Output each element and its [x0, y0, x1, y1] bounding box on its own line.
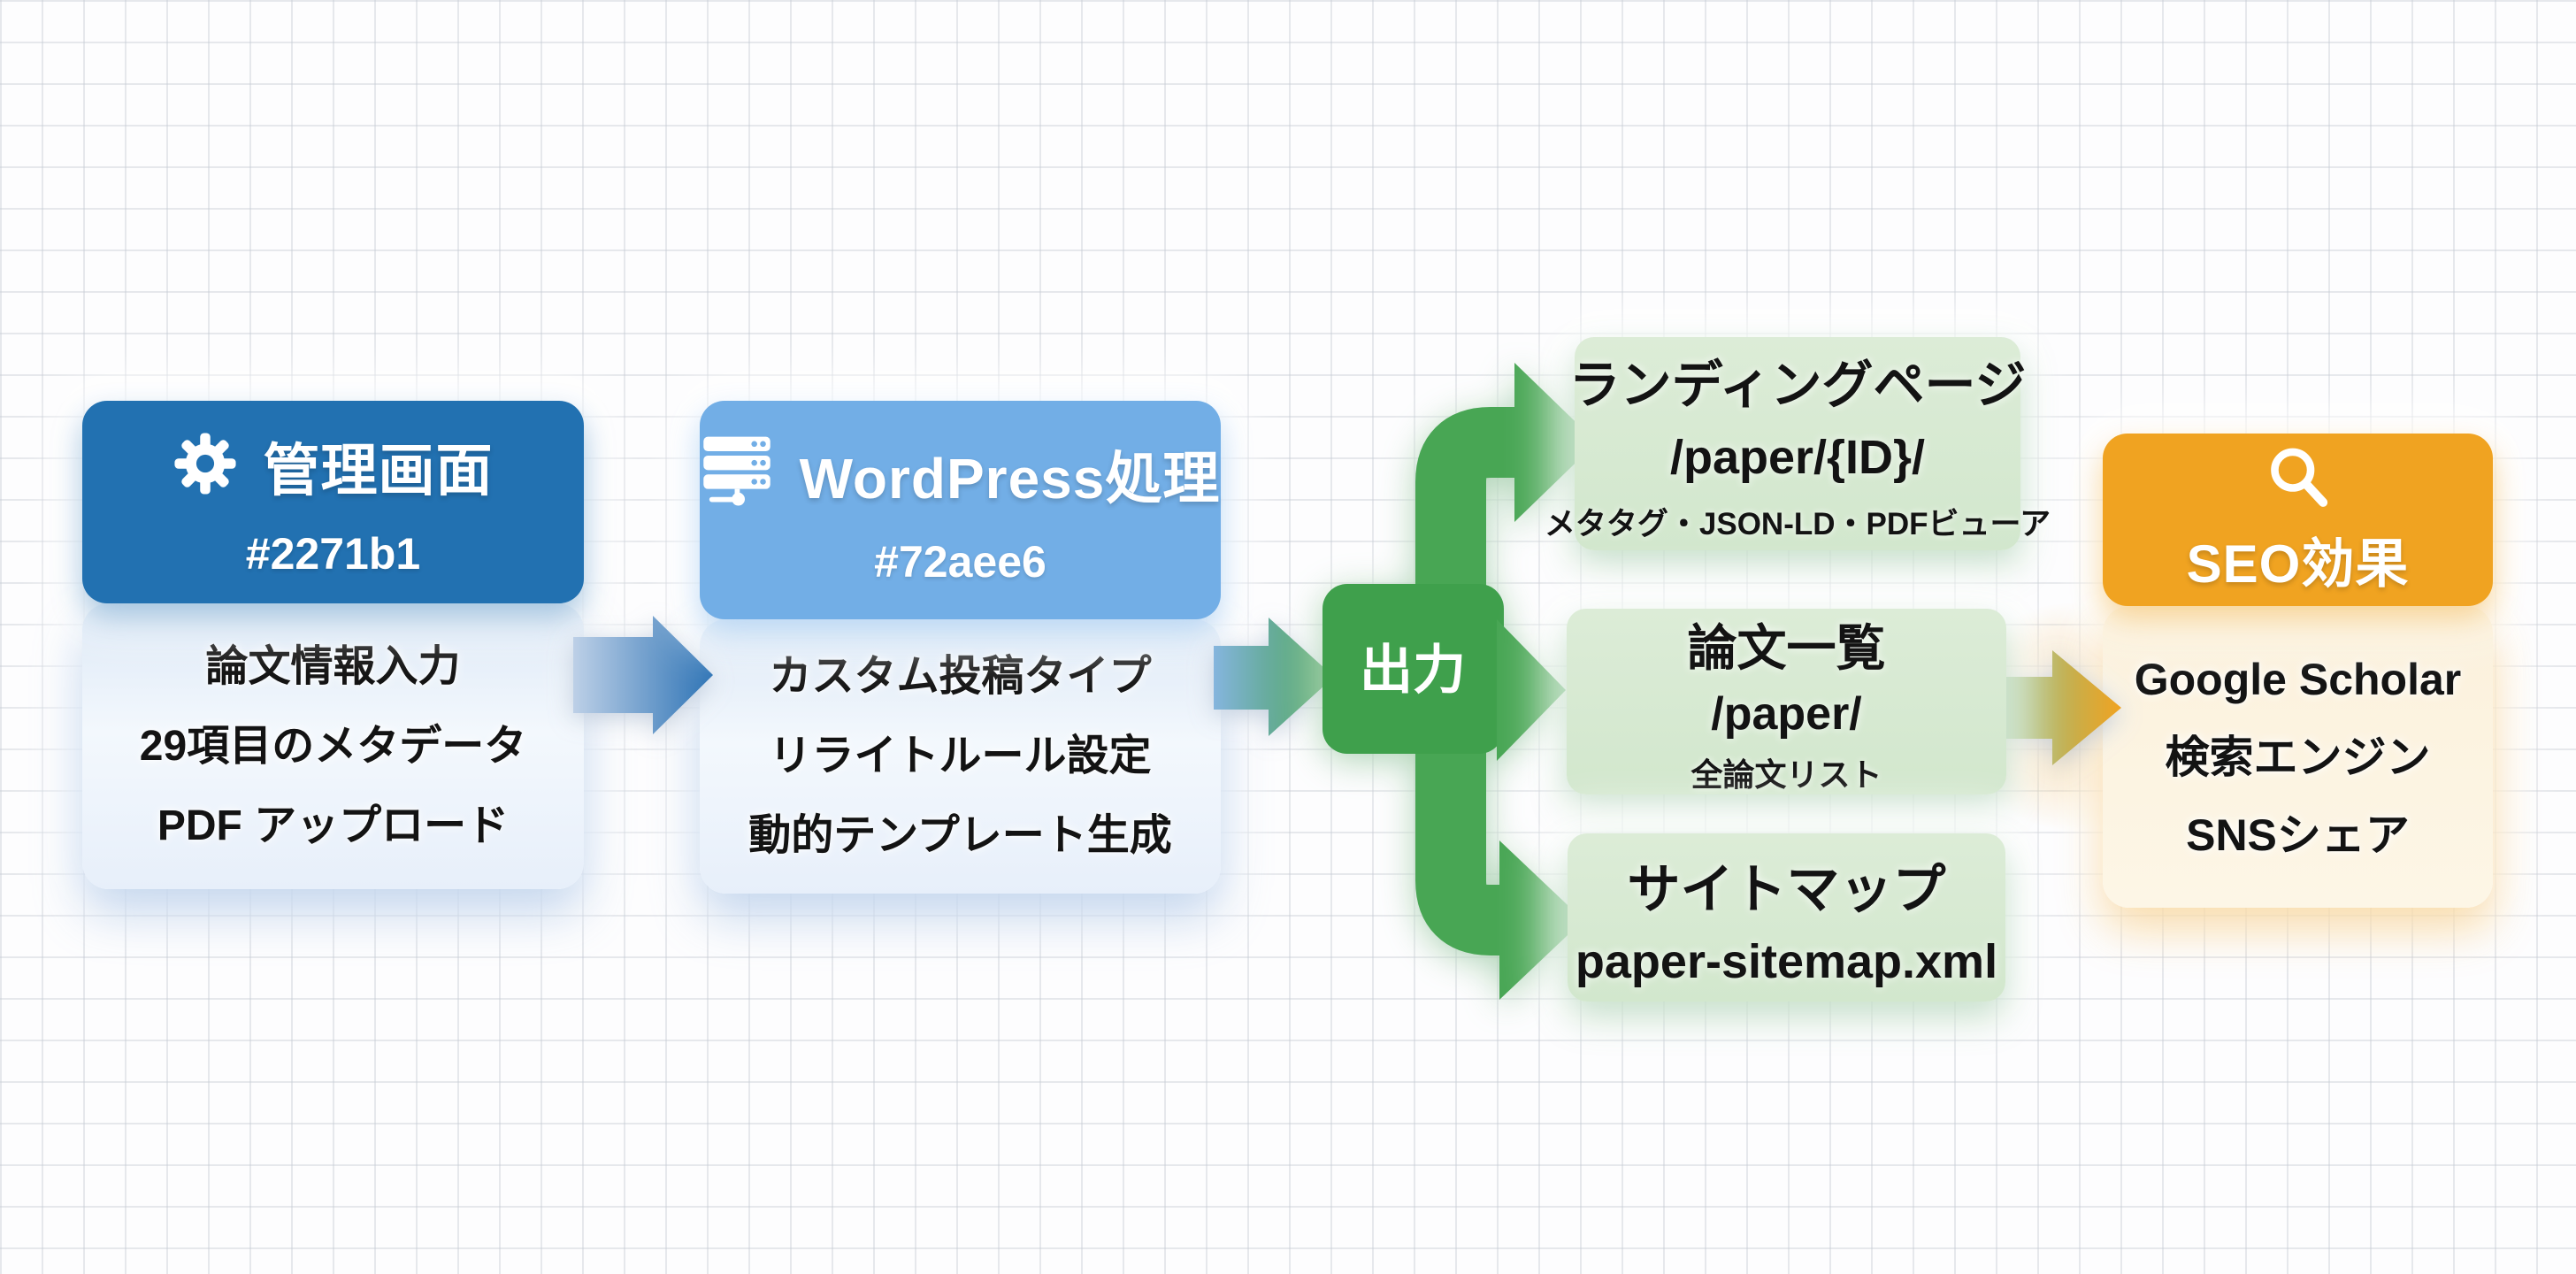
seo-item: Google Scholar	[2134, 654, 2462, 704]
list-title: 論文一覧	[1687, 619, 1886, 676]
list-path: /paper/	[1711, 687, 1862, 740]
seo-title: SEO効果	[2186, 533, 2410, 594]
output-node	[1322, 584, 1504, 754]
arrow-wordpress-to-output	[1214, 618, 1334, 736]
seo-header: SEO効果	[2103, 434, 2493, 606]
wordpress-body: カスタム投稿タイプ リライトルール設定 動的テンプレート生成	[700, 619, 1221, 894]
wordpress-item: リライトルール設定	[769, 733, 1152, 779]
wordpress-color-label: #72aee6	[874, 536, 1046, 587]
admin-header: 管理画面 #2271b1	[82, 401, 584, 603]
seo-body: Google Scholar 検索エンジン SNSシェア	[2103, 606, 2493, 908]
arrow-admin-to-wordpress	[573, 616, 713, 734]
landing-note: メタタグ・JSON-LD・PDFビューア	[1544, 507, 2051, 541]
wordpress-item: 動的テンプレート生成	[748, 812, 1172, 859]
admin-item: 論文情報入力	[205, 642, 461, 690]
admin-color-label: #2271b1	[245, 528, 421, 579]
seo-item: SNSシェア	[2186, 810, 2410, 860]
gear-icon	[173, 432, 237, 500]
sitemap-path: paper-sitemap.xml	[1575, 934, 1998, 988]
output-connector: 出力	[1322, 363, 1597, 1000]
admin-title: 管理画面	[263, 438, 494, 503]
wordpress-header: WordPress処理 #72aee6	[700, 401, 1221, 619]
arrowhead-to-list	[1497, 619, 1566, 761]
paper-list-card: 論文一覧 /paper/ 全論文リスト	[1567, 609, 2006, 794]
sitemap-title: サイトマップ	[1627, 859, 1946, 919]
list-note: 全論文リスト	[1690, 756, 1882, 793]
arrowhead-to-sitemap	[1499, 840, 1583, 1000]
landing-path: /paper/{ID}/	[1669, 431, 1926, 484]
wordpress-item: カスタム投稿タイプ	[769, 653, 1152, 700]
wordpress-title: WordPress処理	[799, 446, 1221, 510]
seo-item: 検索エンジン	[2165, 732, 2431, 782]
landing-title: ランディングページ	[1568, 357, 2027, 414]
search-icon	[2264, 442, 2333, 516]
admin-item: PDF アップロード	[157, 802, 510, 849]
sitemap-card: サイトマップ paper-sitemap.xml	[1568, 833, 2005, 1002]
arrowhead-to-landing	[1514, 363, 1597, 522]
arrow-list-to-seo	[1997, 650, 2121, 765]
admin-item: 29項目のメタデータ	[139, 722, 527, 770]
output-label: 出力	[1360, 641, 1466, 700]
landing-page-card: ランディングページ /paper/{ID}/ メタタグ・JSON-LD・PDFビ…	[1545, 337, 2051, 550]
admin-body: 論文情報入力 29項目のメタデータ PDF アップロード	[82, 603, 584, 889]
server-icon	[701, 435, 773, 512]
